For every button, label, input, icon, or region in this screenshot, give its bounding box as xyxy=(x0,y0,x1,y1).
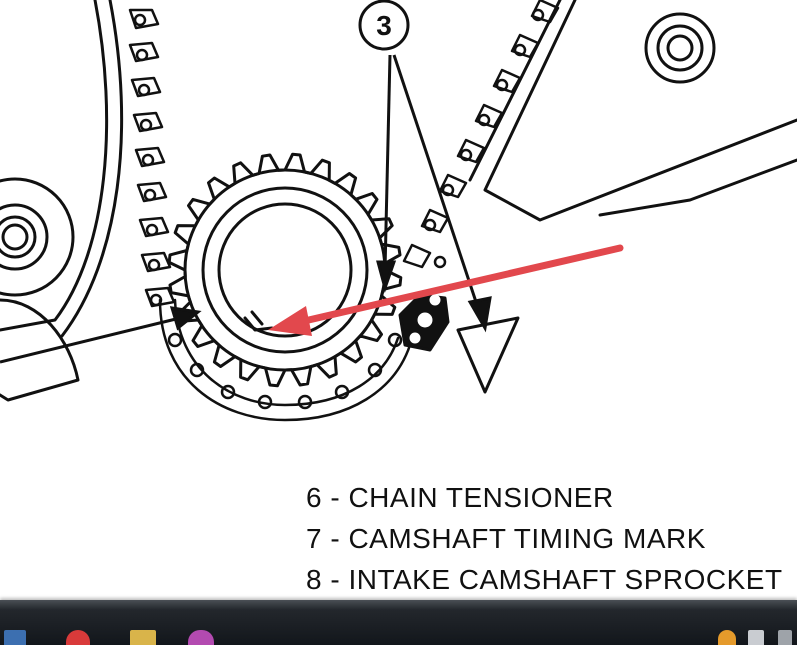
left-idler-pulley xyxy=(0,177,75,297)
app-icon[interactable] xyxy=(4,630,26,645)
timing-chain-diagram: 3 xyxy=(0,0,797,422)
legend-item-camshaft-timing-mark: 7 - CAMSHAFT TIMING MARK xyxy=(306,523,706,554)
left-leader-arrow xyxy=(0,306,202,364)
left-chain-guide xyxy=(0,0,109,332)
hollow-triangle-marker xyxy=(456,316,520,394)
app-icon[interactable] xyxy=(130,630,156,645)
timing-chain-bottom-wrap xyxy=(158,298,412,422)
callout-number: 3 xyxy=(376,10,392,41)
legend-item-intake-camshaft-sprocket: 8 - INTAKE CAMSHAFT SPROCKET xyxy=(306,564,783,595)
app-icon[interactable] xyxy=(188,630,214,645)
tray-icon[interactable] xyxy=(718,630,736,645)
lower-left-housing xyxy=(0,298,80,402)
intake-camshaft-sprocket xyxy=(167,152,403,388)
app-icon[interactable] xyxy=(66,630,90,645)
red-annotation-arrow xyxy=(268,244,624,336)
timing-chain-right-run xyxy=(402,0,560,269)
timing-chain-left-run xyxy=(128,8,176,308)
tray-icon[interactable] xyxy=(778,630,792,645)
upper-right-chain-guide xyxy=(468,0,797,222)
chain-tensioner-shoe xyxy=(398,293,450,352)
taskbar xyxy=(0,600,797,645)
legend-item-chain-tensioner: 6 - CHAIN TENSIONER xyxy=(306,482,614,513)
tray-icon[interactable] xyxy=(748,630,764,645)
callout-3 xyxy=(358,0,492,333)
